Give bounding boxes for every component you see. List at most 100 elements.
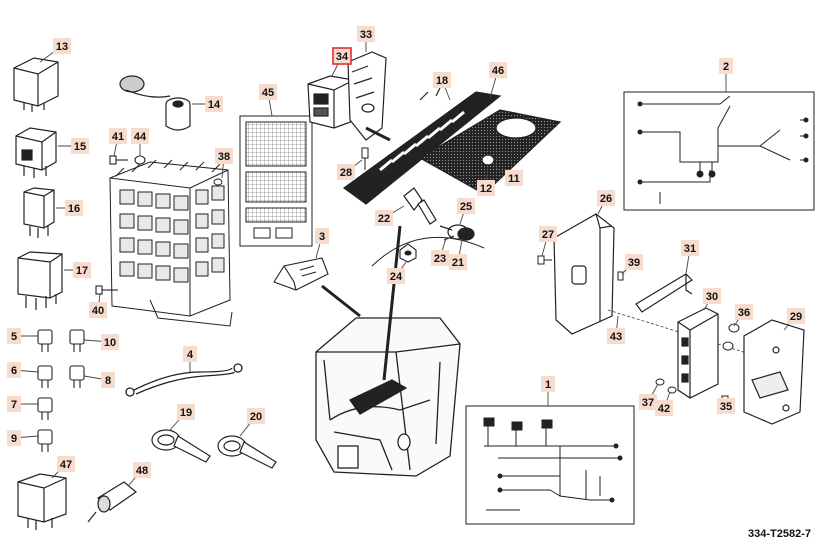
callout-35[interactable]: 35 [717,398,735,414]
callout-number: 21 [452,257,464,269]
leader-cab-dash [382,225,402,381]
callout-badge-bg [57,456,75,472]
callout-20[interactable]: 20 [247,408,265,424]
callout-33[interactable]: 33 [357,26,375,42]
callout-3[interactable]: 3 [315,228,329,244]
callout-number: 47 [60,459,72,471]
callout-38[interactable]: 38 [215,148,233,164]
callout-number: 25 [460,201,472,213]
callout-39[interactable]: 39 [625,254,643,270]
callout-number: 34 [336,51,349,63]
relay-16 [23,187,55,238]
callout-4[interactable]: 4 [183,346,197,362]
callout-25[interactable]: 25 [457,198,475,214]
fuse-6 [37,365,53,388]
callout-9[interactable]: 9 [7,430,21,446]
callout-16[interactable]: 16 [65,200,83,216]
callout-badge-bg [449,254,467,270]
callout-badge-bg [337,164,355,180]
callout-number: 12 [480,183,492,195]
callout-badge-bg [315,228,329,244]
callout-number: 41 [112,131,124,143]
screw-39 [617,271,624,281]
callout-23[interactable]: 23 [431,250,449,266]
washer-44 [134,155,146,165]
switch-panel-18 [342,87,502,205]
callout-45[interactable]: 45 [259,84,277,100]
callout-26[interactable]: 26 [597,190,615,206]
callout-2[interactable]: 2 [719,58,733,74]
display-unit-34 [307,75,357,129]
callout-46[interactable]: 46 [489,62,507,78]
callout-badge-bg [109,128,127,144]
callout-37[interactable]: 37 [639,394,657,410]
mounting-plate-29 [743,319,805,425]
callout-5[interactable]: 5 [7,328,21,344]
callout-badge-bg [703,288,721,304]
callout-40[interactable]: 40 [89,302,107,318]
callout-27[interactable]: 27 [539,226,557,242]
bracket-31 [635,273,693,313]
callout-22[interactable]: 22 [375,210,393,226]
callout-number: 17 [76,265,88,277]
callout-number: 20 [250,411,262,423]
callout-badge-bg [787,308,805,324]
callout-21[interactable]: 21 [449,254,467,270]
callout-badge-bg [431,250,449,266]
callout-7[interactable]: 7 [7,396,21,412]
callout-18[interactable]: 18 [433,72,451,88]
callout-48[interactable]: 48 [133,462,151,478]
view-arc-key [371,237,485,267]
callout-12[interactable]: 12 [477,180,495,196]
callout-number: 30 [706,291,718,303]
callout-badge-bg [433,72,451,88]
callout-14[interactable]: 14 [205,96,223,112]
ignition-switch-25 [439,224,475,241]
callout-badge-bg [131,128,149,144]
fuse-9 [37,429,53,452]
leader-3 [321,284,361,318]
dash-panel-46 [418,109,562,195]
callout-47[interactable]: 47 [57,456,75,472]
resistor-48 [87,481,137,523]
callout-number: 11 [508,173,520,185]
callout-13[interactable]: 13 [53,38,71,54]
drawing-reference-code: 334-T2582-7 [748,528,811,540]
callout-number: 27 [542,229,554,241]
callout-badge-bg [387,268,405,284]
callout-number: 7 [11,399,17,411]
callout-42[interactable]: 42 [655,400,673,416]
callout-badge-bg [65,200,83,216]
callout-43[interactable]: 43 [607,328,625,344]
relay-13 [13,57,59,112]
callout-24[interactable]: 24 [387,268,405,284]
callout-44[interactable]: 44 [131,128,149,144]
callout-36[interactable]: 36 [735,304,753,320]
callout-19[interactable]: 19 [177,404,195,420]
callout-34[interactable]: 34 [332,47,352,65]
callout-15[interactable]: 15 [71,138,89,154]
callout-41[interactable]: 41 [109,128,127,144]
callout-30[interactable]: 30 [703,288,721,304]
callout-badge-bg [7,328,21,344]
callout-badge-bg [89,302,107,318]
callout-number: 23 [434,253,446,265]
callout-11[interactable]: 11 [505,170,523,186]
callout-1[interactable]: 1 [541,376,555,392]
fuse-10 [69,329,85,352]
callout-number: 28 [340,167,352,179]
callout-17[interactable]: 17 [73,262,91,278]
callout-number: 8 [105,375,111,387]
callout-badge-bg [357,26,375,42]
callout-badge-bg [205,96,223,112]
callout-8[interactable]: 8 [101,372,115,388]
control-module-30 [677,307,719,399]
callout-28[interactable]: 28 [337,164,355,180]
callout-badge-bg [489,62,507,78]
callout-6[interactable]: 6 [7,362,21,378]
fuse-label-decal-45 [239,115,313,247]
callout-10[interactable]: 10 [101,334,119,350]
callout-29[interactable]: 29 [787,308,805,324]
callout-31[interactable]: 31 [681,240,699,256]
callout-badge-bg [7,430,21,446]
